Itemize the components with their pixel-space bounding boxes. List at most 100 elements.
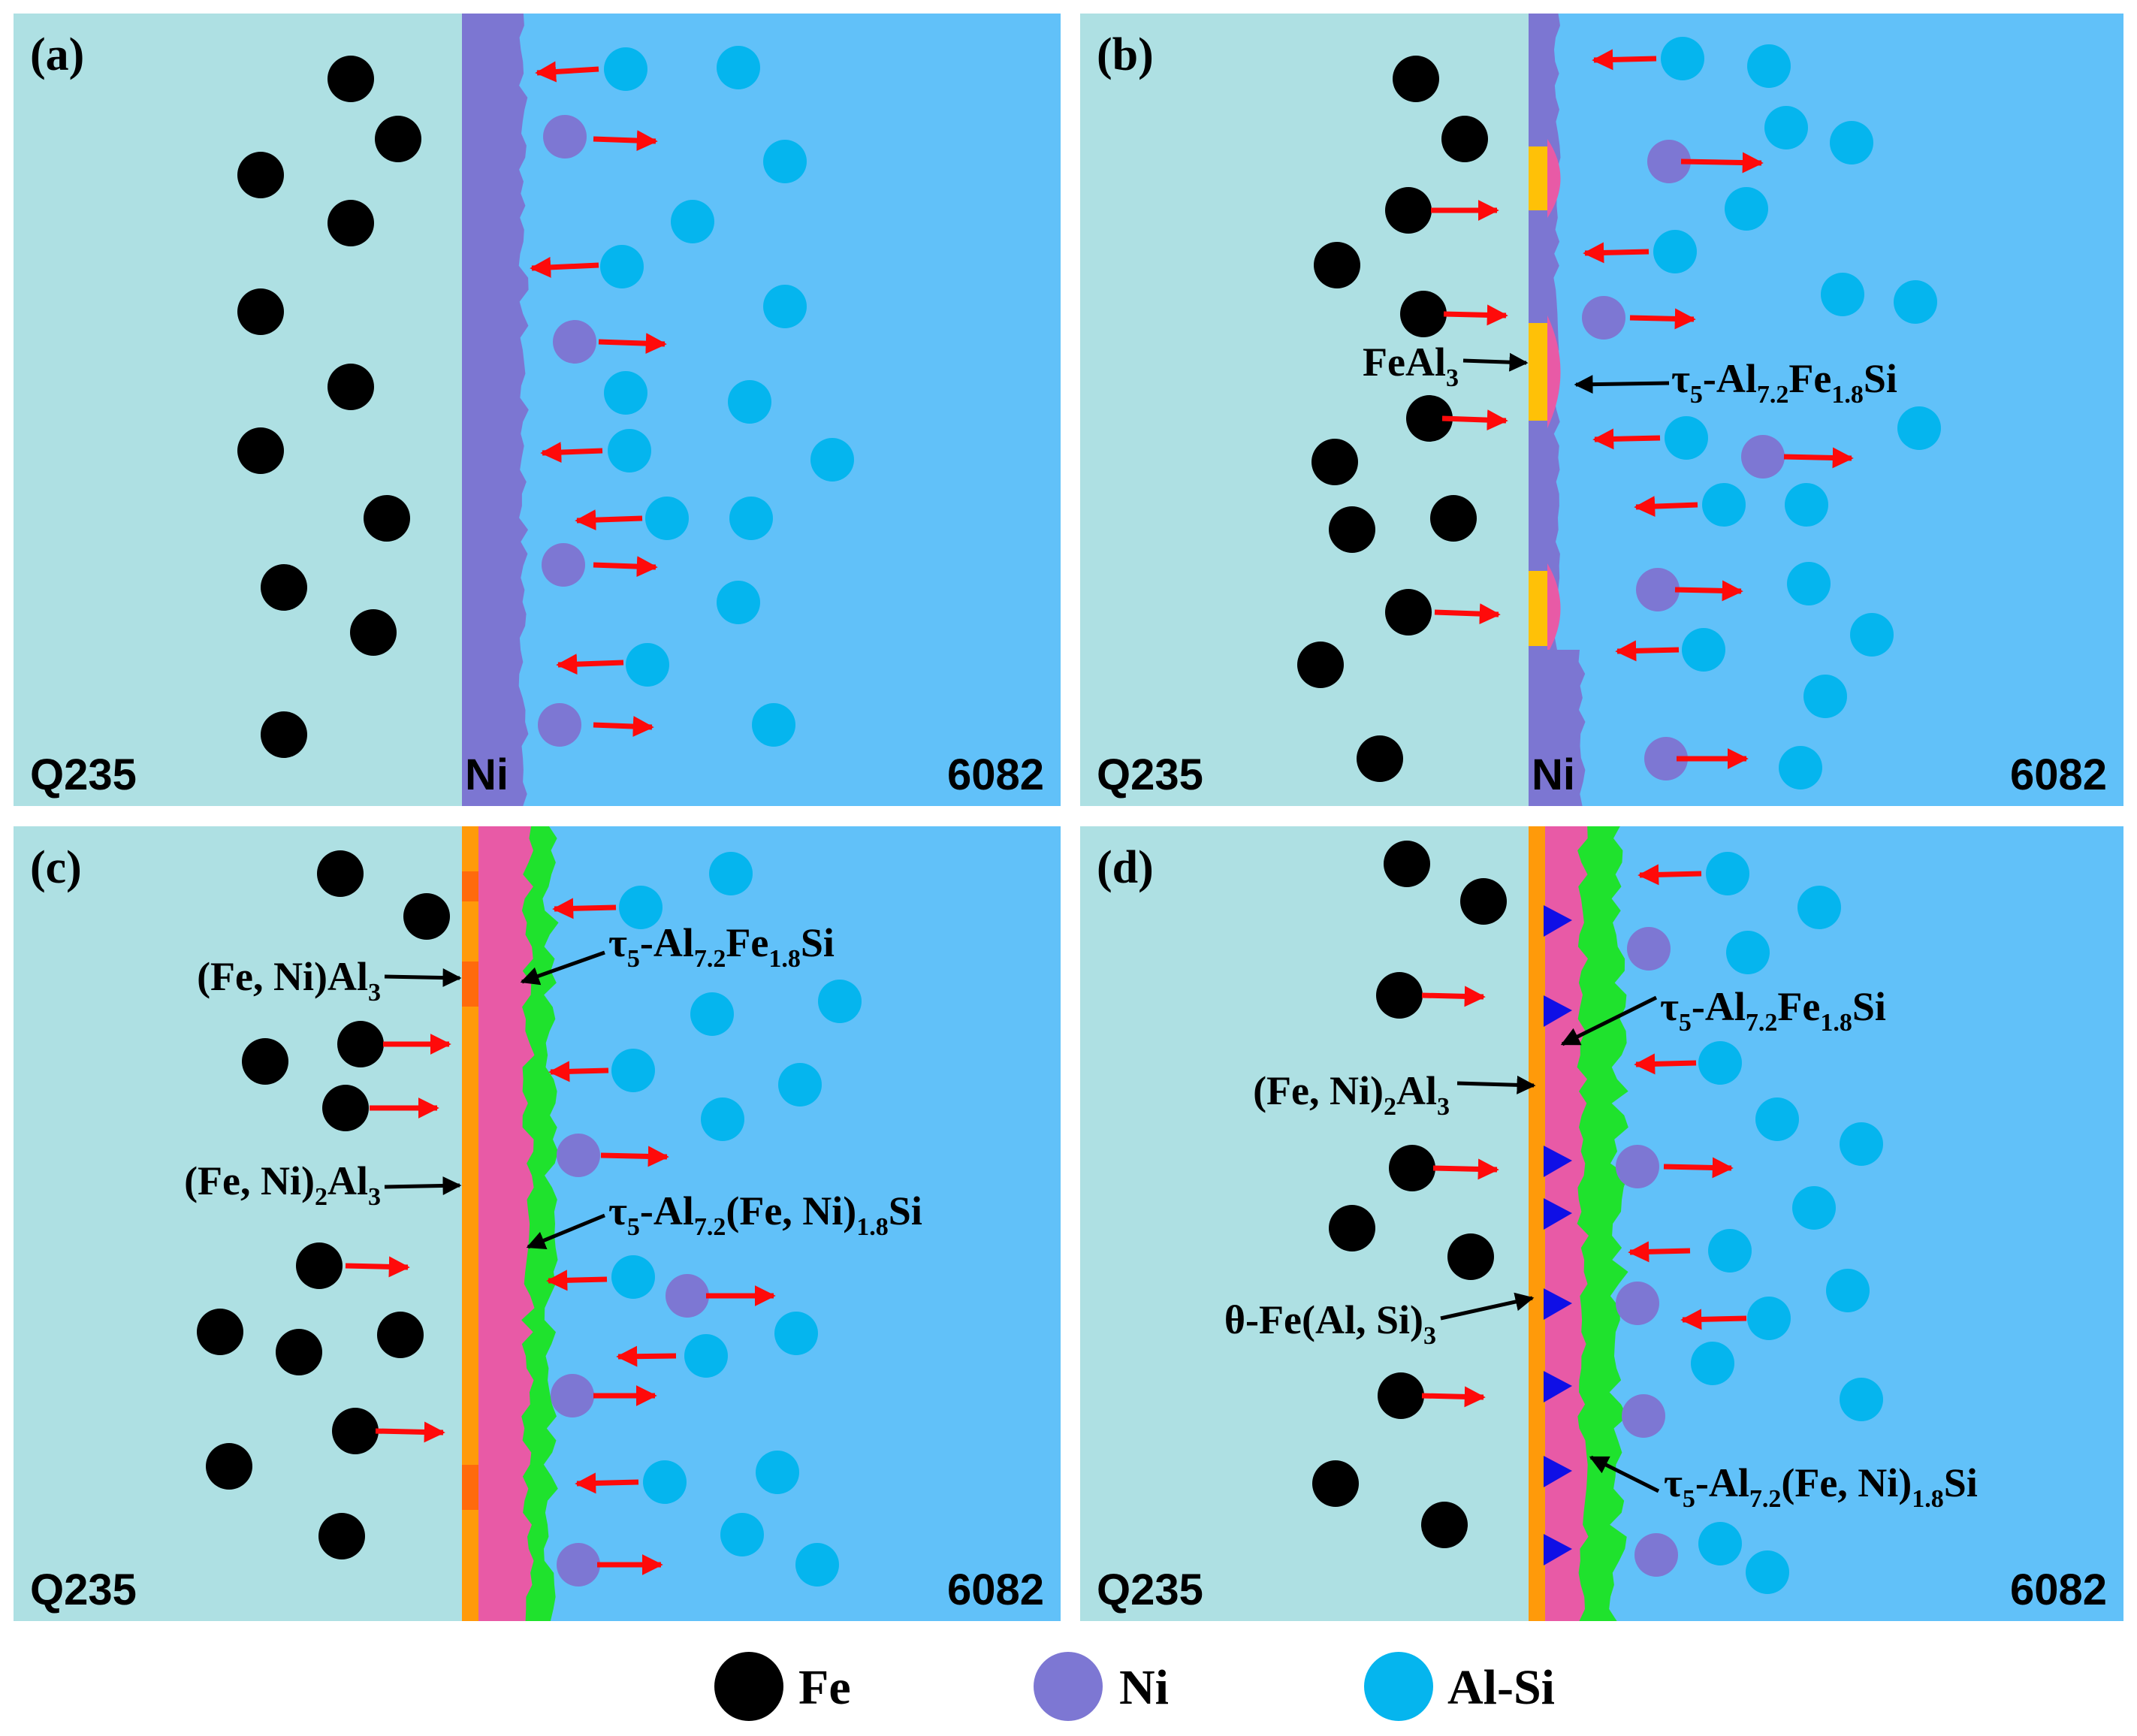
tau5-phase xyxy=(1547,139,1561,218)
al-si-atom xyxy=(1830,121,1873,165)
ni-layer-label: Ni xyxy=(1532,750,1575,799)
phase-label-part: (Fe, Ni) xyxy=(726,1188,856,1233)
phase-pointer-arrow xyxy=(526,1213,605,1249)
phase-label-part: 1.8 xyxy=(1820,1009,1852,1037)
phase-pointer-arrow xyxy=(1440,1292,1535,1321)
diffusion-arrow xyxy=(556,654,624,675)
al-si-atom xyxy=(720,1513,764,1556)
al-si-atom xyxy=(1691,1342,1734,1385)
fe-atom xyxy=(197,1309,243,1355)
fe-atom xyxy=(296,1242,343,1289)
phase-label-part: τ xyxy=(1660,984,1679,1029)
fe-atom xyxy=(1400,291,1447,337)
diffusion-arrow xyxy=(1629,308,1696,330)
al-si-atom xyxy=(1682,628,1725,672)
diffusion-arrow xyxy=(1663,1157,1734,1179)
al-si-atom xyxy=(1792,1186,1836,1230)
phase-label-part: -Al xyxy=(640,920,694,965)
fe-atom xyxy=(1376,972,1423,1019)
fe-atom xyxy=(1385,589,1432,636)
ni-atom xyxy=(557,1543,600,1587)
fe-atom xyxy=(1357,735,1403,782)
al-si-atom xyxy=(763,140,807,183)
diffusion-arrow xyxy=(540,442,603,463)
al-si-atom xyxy=(728,380,771,424)
fe-atom xyxy=(261,564,307,611)
al-si-atom xyxy=(1747,1297,1791,1340)
al-si-atom xyxy=(604,371,647,415)
phase-label-part: 1.8 xyxy=(1912,1485,1944,1513)
fe-atom xyxy=(1378,1372,1424,1419)
aluminum-label: 6082 xyxy=(947,750,1044,799)
al-si-atom xyxy=(1665,416,1708,460)
phase-label-part: 3 xyxy=(368,1183,381,1211)
phase-pointer-arrow xyxy=(1560,995,1658,1046)
ni-atom xyxy=(1622,1394,1665,1438)
fe-atom xyxy=(1430,495,1477,542)
al-si-atom xyxy=(1787,562,1831,605)
diffusion-arrow xyxy=(1628,1241,1691,1263)
phase-label-part: 2 xyxy=(315,1183,327,1211)
phase-label-part: Si xyxy=(1944,1460,1978,1505)
al-si-atom xyxy=(778,1063,822,1107)
diffusion-arrow xyxy=(1583,242,1650,264)
panel-label: (b) xyxy=(1097,29,1154,80)
phase-label-part: -Al xyxy=(640,1188,694,1233)
phase-label-part: 1.8 xyxy=(768,945,801,973)
al-si-atom xyxy=(701,1097,744,1141)
diffusion-arrow xyxy=(1441,409,1508,431)
fe-atom xyxy=(317,850,364,897)
diffusion-arrow xyxy=(530,256,599,278)
diffusion-arrow xyxy=(535,61,599,83)
phase-label-part: 5 xyxy=(1679,1009,1692,1037)
diffusion-arrow xyxy=(575,509,643,531)
legend-swatch-ni xyxy=(1034,1652,1103,1721)
al-si-atom xyxy=(717,46,760,89)
al-si-atom xyxy=(690,992,734,1036)
phase-pointer-arrow xyxy=(1462,352,1529,372)
diffusion-arrow xyxy=(1680,1309,1747,1330)
fe-atom xyxy=(237,427,284,474)
phase-label-part: 7.2 xyxy=(694,1213,726,1241)
phase-label-part: τ xyxy=(608,1188,627,1233)
feal3-phase xyxy=(1529,323,1547,421)
feni-al3-phase xyxy=(462,871,478,901)
legend-label-fe: Fe xyxy=(798,1660,851,1715)
ni-atom xyxy=(557,1134,600,1177)
diffusion-arrow xyxy=(1592,49,1657,71)
al-si-atom xyxy=(611,1049,655,1092)
diffusion-arrow xyxy=(1592,428,1661,450)
theta-phase xyxy=(1544,995,1572,1027)
phase-label-part: 7.2 xyxy=(1757,381,1789,409)
diffusion-arrow xyxy=(1637,864,1702,886)
tau5-phase xyxy=(477,826,535,1621)
ni-atom xyxy=(1616,1145,1659,1188)
diffusion-arrow xyxy=(548,1061,609,1082)
al-si-atom xyxy=(645,497,689,540)
panel-label: (a) xyxy=(30,29,84,80)
phase-label-part: 7.2 xyxy=(694,945,726,973)
al-si-atom xyxy=(619,886,663,929)
feni-al3-phase xyxy=(462,1465,478,1510)
theta-phase xyxy=(1544,1288,1572,1320)
phase-label-part: 3 xyxy=(1437,1093,1450,1121)
diffusion-arrow xyxy=(1674,580,1743,602)
legend-label-ni: Ni xyxy=(1119,1660,1169,1715)
phase-label-part: -Al xyxy=(1703,356,1757,401)
diffusion-arrow xyxy=(593,130,658,152)
feal3-phase xyxy=(1529,146,1547,210)
phase-label-part: 3 xyxy=(1446,364,1459,392)
tau5-phase xyxy=(1547,563,1561,654)
phase-label-part: 2 xyxy=(1384,1093,1396,1121)
steel-label: Q235 xyxy=(1097,1565,1203,1614)
al-si-atom xyxy=(1706,852,1749,895)
al-si-atom xyxy=(1698,1041,1742,1085)
phase-label-part: 3 xyxy=(1423,1322,1436,1350)
fe-atom xyxy=(1460,878,1507,925)
phase-label-part: τ xyxy=(1664,1460,1683,1505)
feal3-phase xyxy=(1529,571,1547,646)
fe-atom xyxy=(1297,642,1344,688)
al-si-atom xyxy=(600,245,644,288)
